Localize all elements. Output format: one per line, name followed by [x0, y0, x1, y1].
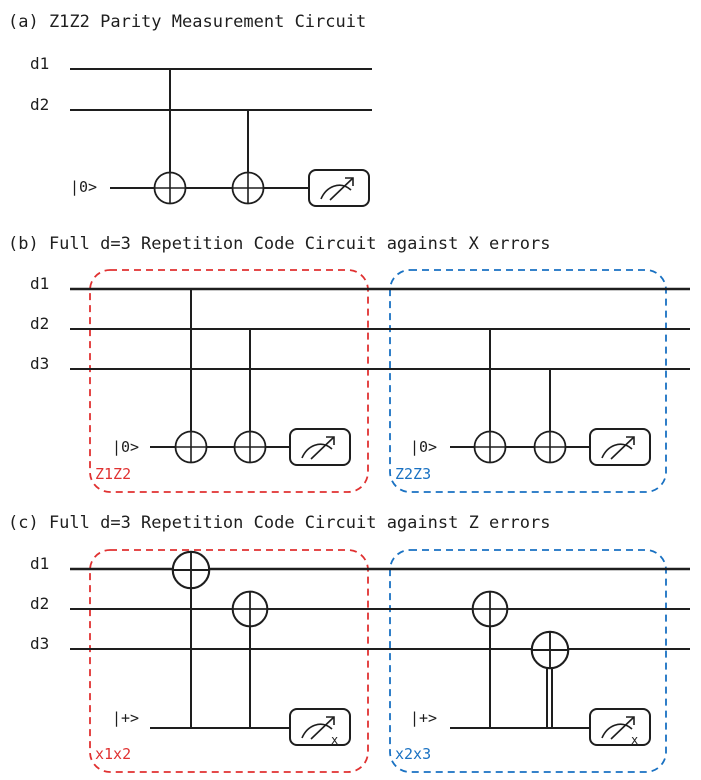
- z1z2-group-label: Z1Z2: [95, 465, 131, 483]
- x1x2-group-label: x1x2: [95, 745, 131, 763]
- z1z2-group-box: [89, 269, 369, 493]
- cnot-target-icon: [533, 430, 567, 464]
- panel-c-wires: [70, 567, 690, 729]
- cnot-target-icon: [174, 430, 208, 464]
- wire-label-d1: d1: [30, 274, 49, 293]
- wire-label-d1: d1: [30, 554, 49, 573]
- wire-label-d3: d3: [30, 354, 49, 373]
- wire-label-d2: d2: [30, 95, 49, 114]
- wire-label-d3: d3: [30, 634, 49, 653]
- cnot-target-icon: [153, 171, 187, 205]
- meter-mark: x: [631, 733, 638, 747]
- measurement-meter-icon: [308, 169, 370, 207]
- meter-mark: x: [331, 733, 338, 747]
- measurement-meter-icon: [289, 708, 351, 746]
- panel-c-title: (c) Full d=3 Repetition Code Circuit aga…: [8, 513, 550, 533]
- x1x2-group-box: [89, 549, 369, 773]
- ancilla-label: |+>: [410, 709, 437, 727]
- cnot-target-icon: [231, 171, 265, 205]
- measurement-meter-icon: [289, 428, 351, 466]
- panel-a-wires: [70, 68, 372, 189]
- cnot-target-icon: [471, 590, 509, 628]
- ancilla-label: |0>: [112, 438, 139, 456]
- ancilla-label: |+>: [112, 709, 139, 727]
- cnot-target-icon: [233, 430, 267, 464]
- cnot-target-icon: [473, 430, 507, 464]
- cnot-target-icon: [171, 550, 211, 590]
- ancilla-label: |0>: [410, 438, 437, 456]
- wire-label-d1: d1: [30, 54, 49, 73]
- x2x3-group-label: x2x3: [395, 745, 431, 763]
- wire-label-d2: d2: [30, 594, 49, 613]
- panel-a-title: (a) Z1Z2 Parity Measurement Circuit: [8, 12, 366, 32]
- measurement-meter-icon: [589, 428, 651, 466]
- z2z3-group-label: Z2Z3: [395, 465, 431, 483]
- wire-label-d2: d2: [30, 314, 49, 333]
- ancilla-label: |0>: [70, 178, 97, 196]
- cnot-target-icon: [530, 630, 570, 670]
- cnot-target-icon: [231, 590, 269, 628]
- panel-b-title: (b) Full d=3 Repetition Code Circuit aga…: [8, 234, 550, 254]
- measurement-meter-icon: [589, 708, 651, 746]
- panel-b-wires: [70, 287, 690, 448]
